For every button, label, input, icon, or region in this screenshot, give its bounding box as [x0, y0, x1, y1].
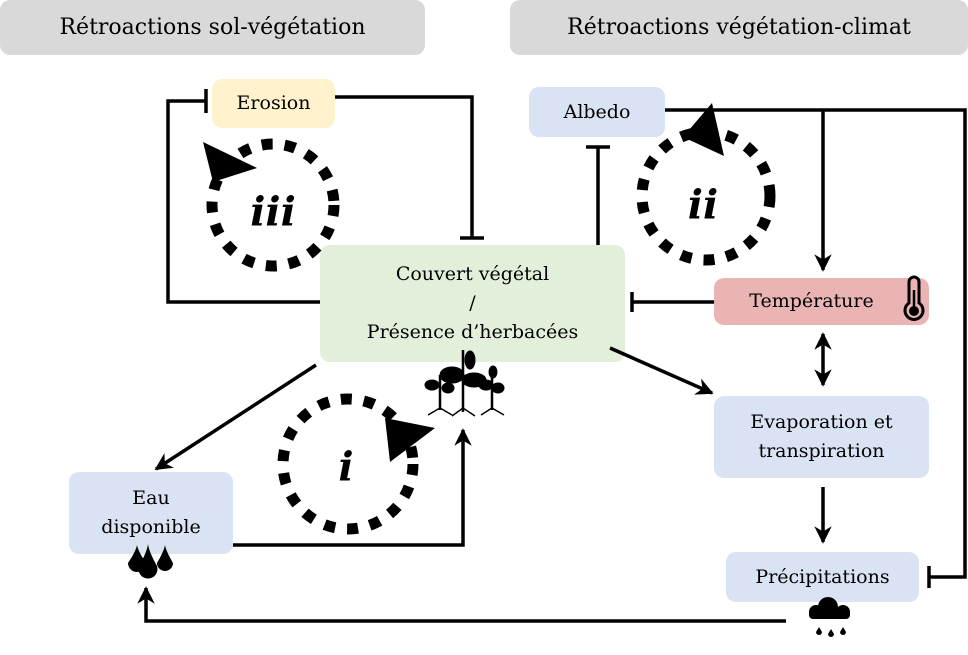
temperature-inhibit-couvert	[630, 292, 714, 312]
albedo-to-precipitations	[665, 108, 967, 588]
water-drops-icon	[128, 544, 173, 579]
node-evaporation: Evaporation et transpiration	[714, 396, 929, 478]
couvert-line1: Couvert végétal	[395, 263, 550, 285]
loop-i-label: i	[338, 443, 354, 491]
header-soil-vegetation: Rétroactions sol-végétation	[0, 0, 425, 55]
plants-icon	[424, 350, 505, 417]
loop-iii-arrowhead	[203, 142, 257, 182]
evaporation-line2: transpiration	[758, 440, 885, 462]
loop-iii-circle	[206, 138, 340, 272]
eau-line1: Eau	[132, 487, 170, 509]
couvert-inhibit-albedo	[586, 145, 610, 245]
precipitations-to-eau	[137, 586, 786, 623]
couvert-to-eau	[154, 363, 317, 471]
loop-iii-label: iii	[250, 188, 296, 236]
erosion-inhibit-couvert	[335, 95, 484, 240]
loop-ii-arrowhead	[683, 103, 724, 156]
loop-ii-label: ii	[687, 181, 719, 229]
node-temperature: Température	[714, 278, 929, 325]
erosion-inhibit-left	[166, 89, 320, 304]
node-precipitations: Précipitations	[726, 552, 919, 602]
evaporation-line1: Evaporation et	[750, 411, 893, 433]
node-eau-disponible: Eau disponible	[69, 472, 233, 554]
node-albedo: Albedo	[529, 87, 665, 137]
eau-to-vegetation	[233, 428, 472, 547]
eau-line2: disponible	[101, 516, 201, 538]
couvert-to-evaporation	[609, 346, 714, 395]
loop-i-arrowhead	[385, 418, 435, 462]
header-vegetation-climate: Rétroactions végétation-climat	[510, 0, 968, 55]
couvert-line3: Présence d’herbacées	[366, 321, 579, 343]
couvert-line2: /	[469, 292, 476, 314]
node-couvert-vegetal: Couvert végétal / Présence d’herbacées	[320, 245, 625, 362]
thermometer-icon	[903, 275, 925, 321]
loop-i-circle	[277, 393, 419, 535]
rain-cloud-icon	[809, 597, 850, 637]
node-erosion: Erosion	[212, 79, 335, 128]
